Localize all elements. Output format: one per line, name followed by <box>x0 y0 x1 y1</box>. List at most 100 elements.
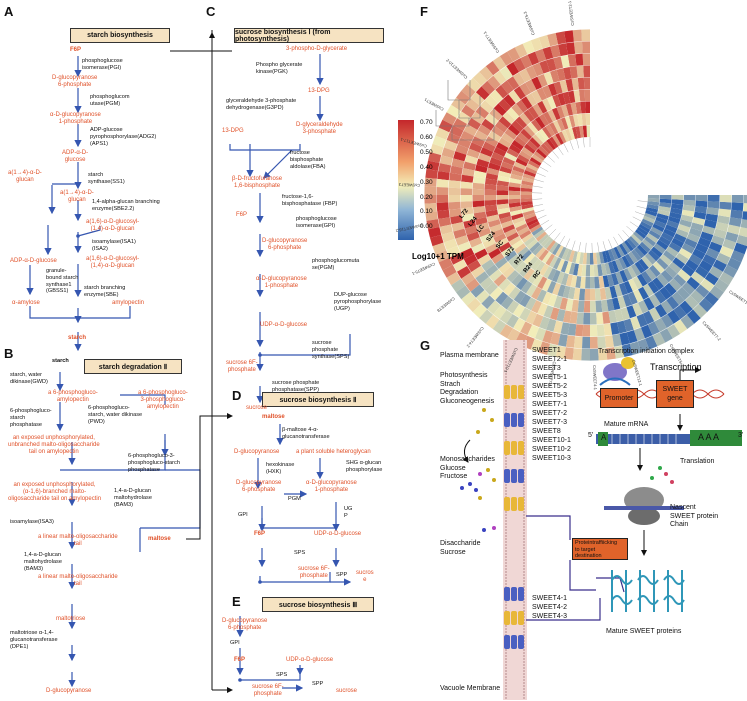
heatmap-cell <box>475 86 490 100</box>
heatmap-cell <box>716 252 731 265</box>
heatmap-cell <box>644 253 657 265</box>
heatmap-cell <box>605 250 612 263</box>
heatmap-cell <box>659 195 672 200</box>
heatmap-cell <box>594 288 601 301</box>
heatmap-cell <box>601 263 607 276</box>
heatmap-cell <box>473 211 487 220</box>
heatmap-cell <box>657 209 670 217</box>
heatmap-cell <box>611 260 620 273</box>
heatmap-cell <box>513 161 527 170</box>
heatmap-cell <box>568 250 575 263</box>
heatmap-cell <box>473 176 486 184</box>
heatmap-cell <box>664 282 677 296</box>
heatmap-cell <box>491 152 505 162</box>
heatmap-cell <box>553 257 562 270</box>
heatmap-cell <box>546 58 557 72</box>
heatmap-cell <box>537 276 548 290</box>
heatmap-cell <box>581 113 587 126</box>
heatmap-cell <box>542 251 552 264</box>
heatmap-cell <box>436 202 449 212</box>
heatmap-cell <box>585 113 590 126</box>
heatmap-cell <box>492 319 507 334</box>
heatmap-cell <box>520 249 532 262</box>
b-starch: starch <box>52 358 69 364</box>
heatmap-cell <box>526 218 539 227</box>
heatmap-cell <box>439 155 453 166</box>
heatmap-cell <box>501 132 514 144</box>
sweet-transporter <box>504 611 510 625</box>
heatmap-cell <box>571 299 579 312</box>
heatmap-cell <box>475 290 490 304</box>
heatmap-cell <box>539 60 550 74</box>
heatmap-cell <box>531 258 542 271</box>
heatmap-cell <box>517 246 530 258</box>
heatmap-cell <box>582 125 587 138</box>
heatmap-cell <box>672 257 686 269</box>
e-spp: SPP <box>312 681 324 687</box>
heatmap-cell <box>602 251 608 264</box>
heatmap-cell <box>673 274 687 287</box>
heatmap-cell <box>506 76 520 90</box>
b-maltotriose: maltotriose <box>56 616 86 622</box>
heatmap-cell <box>590 348 599 361</box>
heatmap-cell <box>520 54 533 69</box>
heatmap-cell <box>631 263 641 277</box>
heatmap-cell <box>677 286 691 301</box>
heatmap-cell <box>494 121 508 133</box>
heatmap-cell <box>446 245 461 258</box>
heatmap-cell <box>652 332 666 347</box>
heatmap-cell <box>585 264 590 277</box>
heatmap-cell <box>499 216 512 224</box>
heatmap-cell <box>550 332 561 346</box>
heatmap-cell <box>668 261 682 274</box>
heatmap-cell <box>536 289 547 303</box>
heatmap-cell <box>579 252 584 265</box>
heatmap-cell <box>506 148 519 158</box>
heatmap-cell <box>679 219 692 228</box>
heatmap-cell <box>664 224 678 234</box>
heatmap-cell <box>489 286 503 301</box>
heatmap-cell <box>577 77 585 90</box>
heatmap-cell <box>426 160 440 171</box>
heatmap-cell <box>487 75 501 90</box>
heatmap-cell <box>695 284 710 298</box>
heatmap-cell <box>620 307 630 321</box>
heatmap-cell <box>432 135 447 148</box>
heatmap-cell <box>531 300 542 314</box>
heatmap-cell <box>493 233 507 243</box>
heatmap-cell <box>595 300 603 313</box>
heatmap-cell <box>630 316 641 330</box>
heatmap-cell <box>568 90 576 104</box>
heatmap-cell <box>675 228 689 238</box>
d-s6p: sucrose 6F-phosphate <box>298 566 330 579</box>
heatmap-cell <box>511 103 524 117</box>
heatmap-cell <box>573 41 583 54</box>
d-bmalt: β-maltose 4-α-glucanotransferase <box>282 427 330 440</box>
heatmap-cell <box>545 124 555 137</box>
heatmap-cell <box>521 147 534 157</box>
heatmap-cell <box>535 327 547 342</box>
heatmap-cell <box>698 298 714 313</box>
heatmap-cell <box>577 264 583 277</box>
heatmap-cell <box>470 284 485 298</box>
heatmap-cell <box>670 207 683 215</box>
heatmap-cell <box>606 347 616 360</box>
e-sps: SPS <box>276 672 288 678</box>
heatmap-cell <box>619 332 630 346</box>
heatmap-cell <box>506 300 520 314</box>
sweet-transporter <box>511 587 517 601</box>
heatmap-cell <box>456 285 471 300</box>
heatmap-cell <box>652 261 665 274</box>
heatmap-cell <box>449 125 464 138</box>
c-s6p: sucrose 6F-phosphate <box>226 360 258 373</box>
heatmap-cell <box>511 169 524 177</box>
heatmap-cell <box>658 236 672 246</box>
heatmap-cell <box>520 195 533 199</box>
heatmap-cell <box>432 242 447 255</box>
